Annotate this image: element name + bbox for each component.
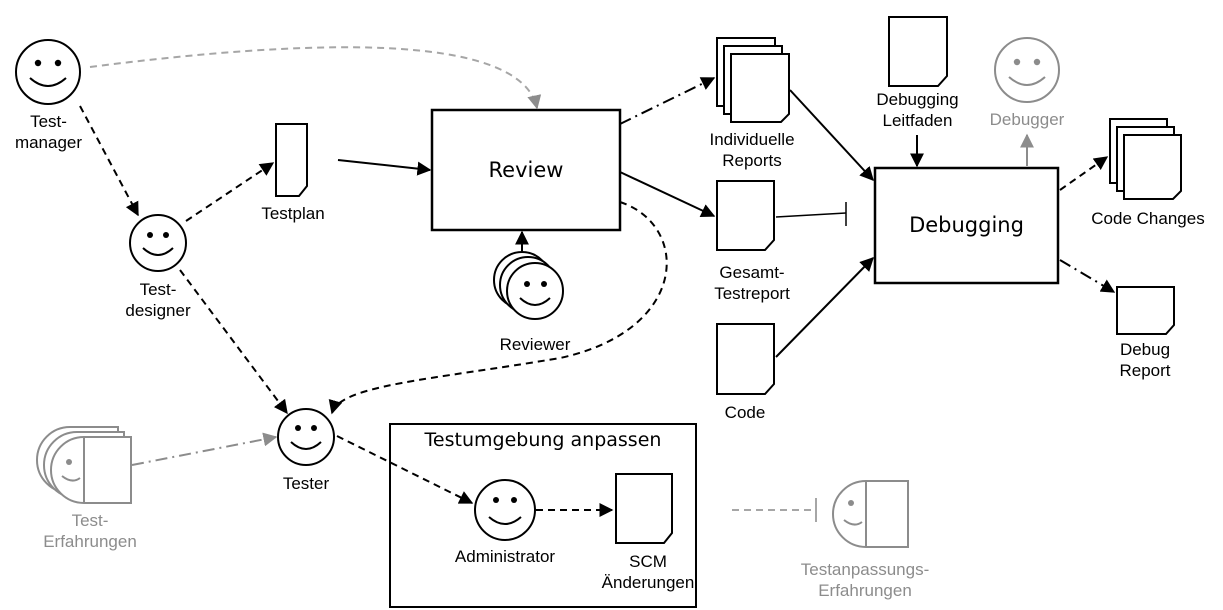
debugger-label: Debugger [989, 110, 1065, 129]
tester-label: Tester [282, 474, 330, 493]
debugger-actor-icon [994, 37, 1060, 103]
reviewer-label: Reviewer [499, 335, 571, 354]
code-changes-document-stack-icon [1109, 118, 1182, 200]
testanpassungs-erfahrungen-icon [832, 480, 909, 548]
scm-aenderungen-document-icon [615, 473, 673, 544]
reviewer-group-actor-icon [493, 251, 564, 320]
code-to-debugging-edge [775, 257, 874, 358]
review-to-gesamt-testreport-edge [619, 171, 716, 217]
testumgebung-box [389, 423, 697, 608]
debugging-to-debug-report-edge [1059, 259, 1116, 293]
testdesigner-to-testplan-edge [185, 162, 275, 222]
testplan-label: Testplan [261, 204, 325, 223]
scm-aenderungen-label: SCM Änderungen [601, 552, 695, 592]
testmanager-actor-icon [15, 39, 81, 105]
testplan-to-review-edge [337, 159, 432, 176]
review-to-individuelle-reports-edge [619, 77, 716, 125]
individuelle-reports-document-stack-icon [716, 37, 790, 123]
administrator-actor-icon [474, 479, 536, 541]
testdesigner-to-tester-edge [179, 269, 288, 415]
testmanager-to-testdesigner-edge [79, 105, 139, 217]
review-box [430, 108, 622, 232]
testdesigner-label: Test- designer [125, 280, 191, 320]
testumgebung-title: Testumgebung anpassen [424, 429, 662, 451]
review-to-tester-edge [328, 201, 668, 415]
tester-to-administrator-edge [336, 435, 474, 504]
debugging-box [873, 166, 1060, 285]
debugging-title: Debugging [909, 213, 1024, 237]
testanpassungs-erfahrungen-label: Testanpassungs- Erfahrungen [800, 560, 930, 600]
review-title: Review [488, 158, 564, 182]
debug-report-document-icon [1116, 286, 1175, 335]
gesamt-testreport-document-icon [716, 180, 775, 251]
code-changes-label: Code Changes [1091, 209, 1205, 228]
debugging-to-code-changes-edge [1059, 156, 1109, 191]
code-document-icon [716, 323, 775, 395]
individuelle-reports-to-debugging-edge [789, 89, 874, 182]
gesamt-testreport-blocked-edge [775, 212, 847, 218]
gesamt-testreport-label: Gesamt- Testreport [714, 263, 790, 303]
test-erfahrungen-label: Test- Erfahrungen [43, 511, 137, 551]
debugging-leitfaden-label: Debugging Leitfaden [876, 90, 959, 130]
debugging-leitfaden-document-icon [888, 16, 948, 87]
code-label: Code [724, 403, 766, 422]
debug-report-label: Debug Report [1119, 340, 1171, 380]
testplan-document-icon [275, 123, 308, 197]
administrator-label: Administrator [454, 547, 556, 566]
testmanager-label: Test- manager [14, 112, 83, 152]
tester-actor-icon [277, 408, 335, 466]
test-erfahrungen-to-tester-edge [131, 432, 278, 466]
individuelle-reports-label: Individuelle Reports [709, 130, 795, 170]
test-erfahrungen-icon [36, 426, 132, 504]
testmanager-to-review-edge [89, 46, 542, 110]
testdesigner-actor-icon [129, 214, 187, 272]
